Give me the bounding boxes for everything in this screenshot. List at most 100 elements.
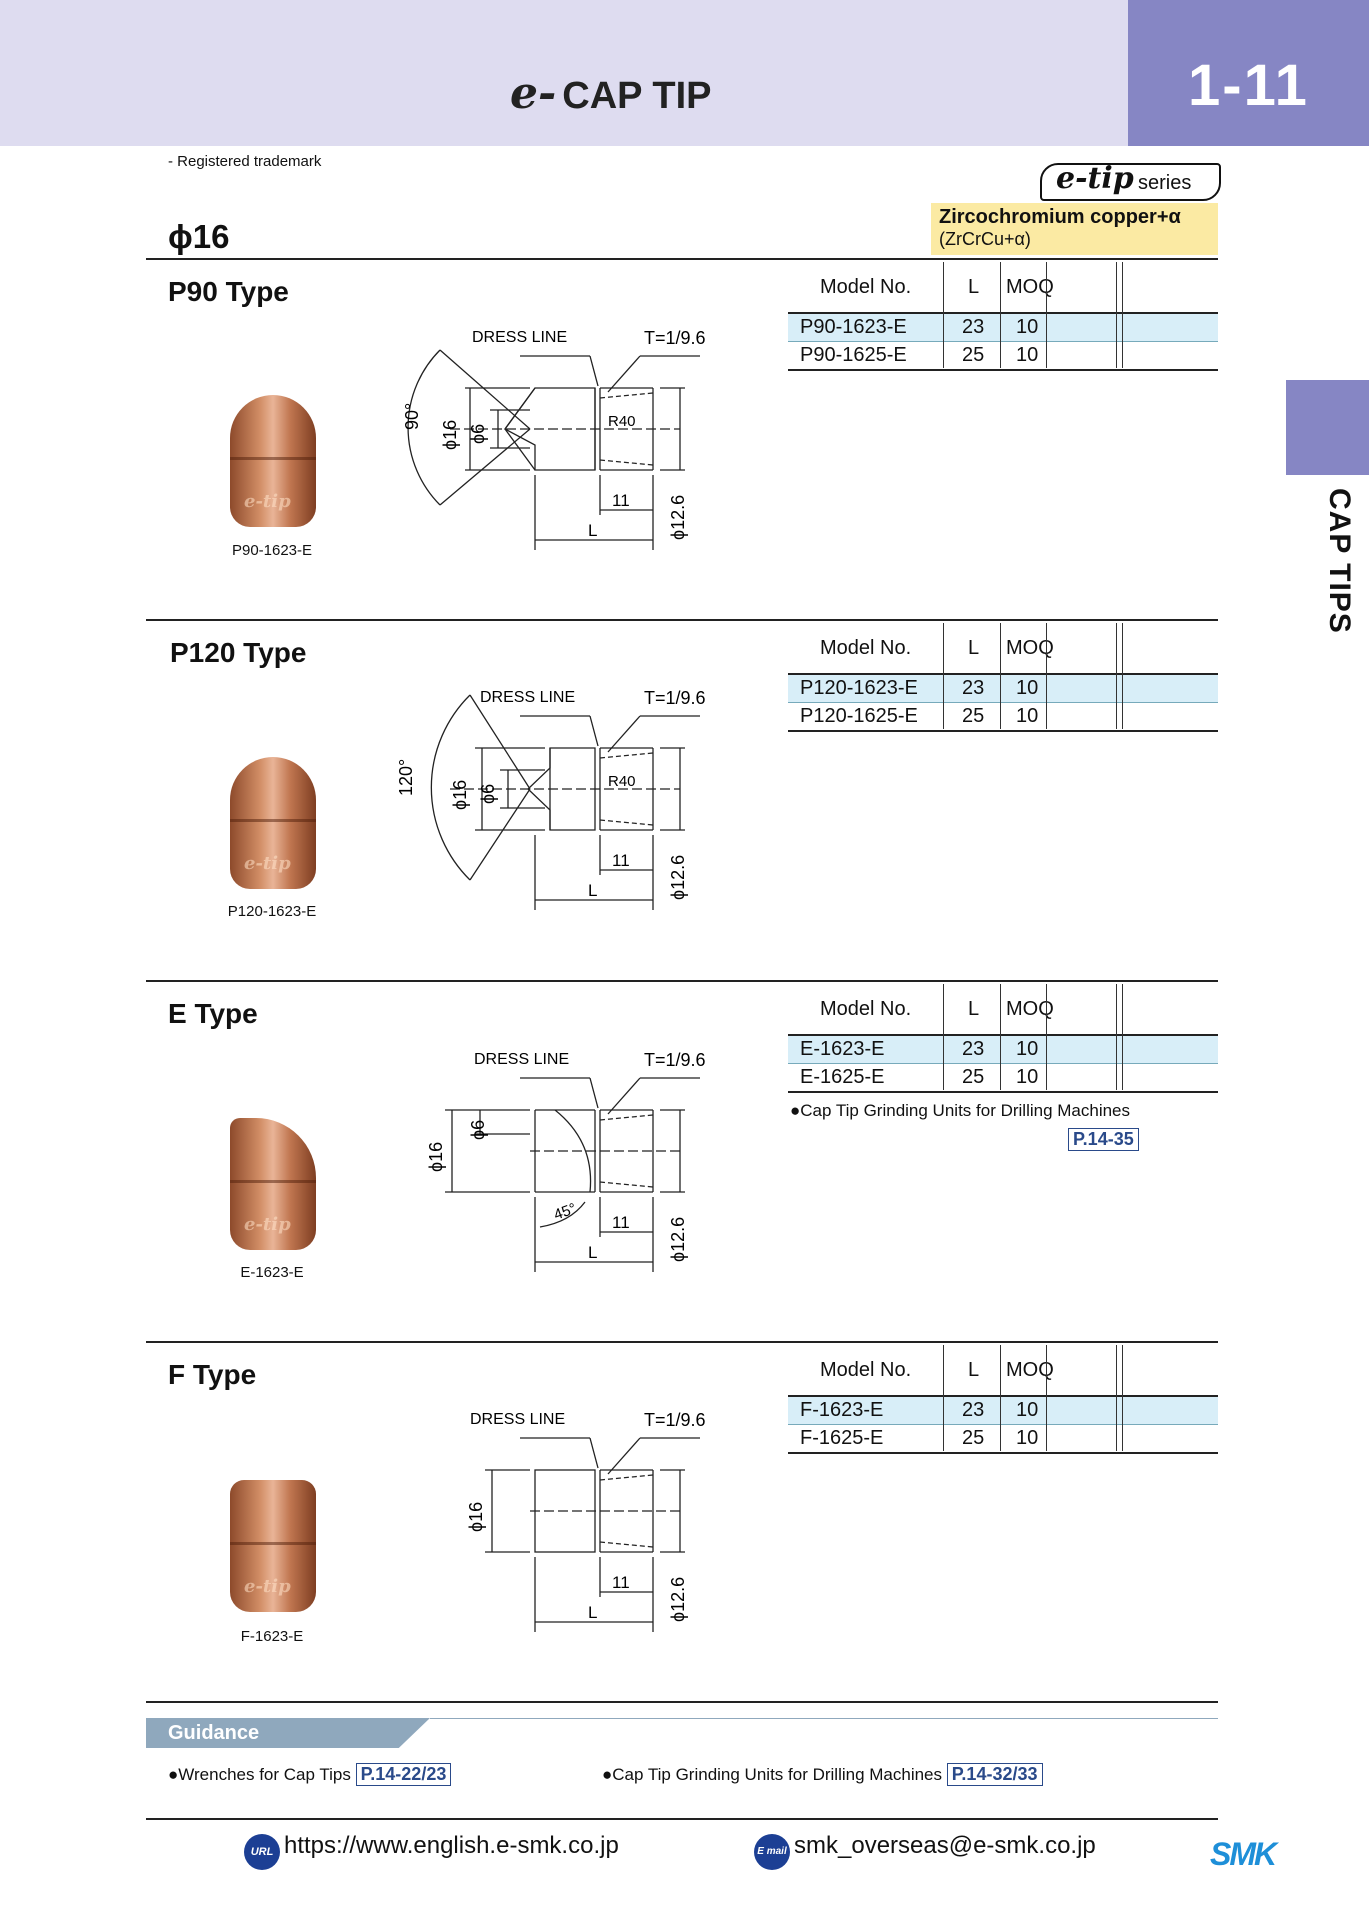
f-dress-line: DRESS LINE — [470, 1411, 565, 1428]
header-l: L — [968, 998, 980, 1020]
guidance-divider — [146, 1701, 1218, 1703]
e-dress-line: DRESS LINE — [474, 1051, 569, 1068]
p90-r40: R40 — [608, 413, 636, 430]
header-l: L — [968, 637, 980, 659]
e-tip-photo: e-tip — [230, 1118, 316, 1250]
e-drawing: DRESS LINE T=1/9.6 45° 11 L ϕ16 ϕ6 ϕ12.6 — [426, 1050, 706, 1272]
header-l: L — [968, 1359, 980, 1381]
table-row[interactable]: P120-1623-E 23 10 — [788, 675, 1218, 703]
section-divider — [146, 619, 1218, 621]
url-icon: URL — [244, 1834, 280, 1870]
material-formula: (ZrCrCu+α) — [939, 229, 1031, 249]
page-number: 1-11 — [1188, 53, 1309, 118]
e-d6: ϕ6 — [468, 1120, 488, 1140]
page-link[interactable]: P.14-32/33 — [946, 1763, 1043, 1786]
f-drawing: DRESS LINE T=1/9.6 11 L ϕ16 ϕ12.6 — [466, 1410, 706, 1632]
p90-caption: P90-1623-E — [231, 542, 313, 559]
table-row[interactable]: P90-1623-E 23 10 — [788, 314, 1218, 342]
section-divider — [146, 258, 1218, 260]
guidance-bar — [146, 1718, 430, 1748]
table-row[interactable]: F-1625-E 25 10 — [788, 1425, 1218, 1454]
e-d126: ϕ12.6 — [668, 1217, 688, 1262]
header-model: Model No. — [820, 998, 912, 1020]
cell-model: P120-1623-E — [800, 677, 918, 699]
section-divider — [146, 980, 1218, 982]
series-logo-text: e-tip — [1056, 161, 1134, 196]
footer-divider — [146, 1818, 1218, 1820]
cell-l: 25 — [962, 705, 985, 727]
page-link[interactable]: P.14-35 — [1068, 1128, 1139, 1151]
smk-logo: SMK — [1210, 1836, 1277, 1872]
header-moq: MOQ — [1006, 998, 1054, 1020]
guidance-item-text: ●Cap Tip Grinding Units for Drilling Mac… — [602, 1765, 943, 1784]
material-name: Zircochromium copper+α — [939, 206, 1181, 228]
p120-r40: R40 — [608, 773, 636, 790]
cell-moq: 10 — [1016, 1038, 1039, 1060]
page-title-text: CAP TIP — [562, 75, 712, 117]
table-row[interactable]: E-1623-E 23 10 — [788, 1036, 1218, 1064]
cell-l: 23 — [962, 677, 985, 699]
p90-d16: ϕ16 — [440, 420, 460, 450]
cell-moq: 10 — [1016, 316, 1039, 338]
table-header: Model No. L MOQ — [788, 1345, 1218, 1397]
section-divider — [146, 1341, 1218, 1343]
p90-taper: T=1/9.6 — [644, 328, 706, 348]
p120-table: Model No. L MOQ P120-1623-E 23 10 P120-1… — [788, 623, 1218, 732]
cell-model: E-1623-E — [800, 1038, 885, 1060]
header-model: Model No. — [820, 1359, 912, 1381]
p90-dress-line: DRESS LINE — [472, 329, 567, 346]
p120-d126: ϕ12.6 — [668, 855, 688, 900]
e-note-link[interactable]: P.14-35 — [1068, 1128, 1139, 1151]
f-table: Model No. L MOQ F-1623-E 23 10 F-1625-E … — [788, 1345, 1218, 1454]
e-table: Model No. L MOQ E-1623-E 23 10 E-1625-E … — [788, 984, 1218, 1093]
cell-l: 23 — [962, 1399, 985, 1421]
tip-mark: e-tip — [244, 1214, 291, 1235]
p90-table: Model No. L MOQ P90-1623-E 23 10 P90-162… — [788, 262, 1218, 371]
table-row[interactable]: P90-1625-E 25 10 — [788, 342, 1218, 371]
cell-moq: 10 — [1016, 1399, 1039, 1421]
header-model: Model No. — [820, 276, 912, 298]
header-moq: MOQ — [1006, 1359, 1054, 1381]
e-taper: T=1/9.6 — [644, 1050, 706, 1070]
guidance-underline — [430, 1718, 1218, 1719]
cell-moq: 10 — [1016, 344, 1039, 366]
f-len-l: L — [588, 1603, 597, 1622]
p120-drawing: DRESS LINE T=1/9.6 R40 11 L 120° ϕ16 ϕ6 … — [396, 688, 706, 910]
cell-l: 23 — [962, 316, 985, 338]
email-icon: E mail — [754, 1834, 790, 1870]
tip-mark: e-tip — [244, 491, 291, 512]
table-header: Model No. L MOQ — [788, 623, 1218, 675]
guidance-item-text: ●Wrenches for Cap Tips — [168, 1765, 351, 1784]
header-model: Model No. — [820, 637, 912, 659]
cell-model: P120-1625-E — [800, 705, 918, 727]
page-title: e-CAP TIP — [510, 68, 711, 119]
table-header: Model No. L MOQ — [788, 262, 1218, 314]
material-badge: Zircochromium copper+α (ZrCrCu+α) — [931, 203, 1218, 255]
side-tab-label: CAP TIPS — [1323, 488, 1356, 634]
footer-url-link[interactable]: https://www.english.e-smk.co.jp — [284, 1832, 619, 1859]
p90-len11: 11 — [612, 491, 630, 510]
p90-drawing: DRESS LINE T=1/9.6 R40 11 L 90° ϕ16 ϕ6 ϕ… — [402, 328, 706, 550]
p120-len11: 11 — [612, 851, 630, 870]
e-angle: 45° — [552, 1200, 579, 1224]
e-note: ●Cap Tip Grinding Units for Drilling Mac… — [790, 1101, 1131, 1120]
cell-l: 23 — [962, 1038, 985, 1060]
footer-email-link[interactable]: smk_overseas@e-smk.co.jp — [794, 1832, 1096, 1859]
side-tab[interactable] — [1286, 380, 1369, 475]
p90-d6: ϕ6 — [468, 424, 488, 444]
p90-tip-photo: e-tip — [230, 395, 316, 527]
f-caption: F-1623-E — [240, 1628, 304, 1645]
page-link[interactable]: P.14-22/23 — [355, 1763, 452, 1786]
e-logo: e- — [510, 68, 557, 119]
p90-angle: 90° — [402, 403, 422, 430]
p120-taper: T=1/9.6 — [644, 688, 706, 708]
cell-moq: 10 — [1016, 1066, 1039, 1088]
table-row[interactable]: F-1623-E 23 10 — [788, 1397, 1218, 1425]
cell-moq: 10 — [1016, 677, 1039, 699]
guidance-item-grinding: ●Cap Tip Grinding Units for Drilling Mac… — [602, 1763, 1043, 1786]
guidance-item-wrenches: ●Wrenches for Cap Tips P.14-22/23 — [168, 1763, 452, 1786]
table-row[interactable]: P120-1625-E 25 10 — [788, 703, 1218, 732]
table-row[interactable]: E-1625-E 25 10 — [788, 1064, 1218, 1093]
cell-moq: 10 — [1016, 1427, 1039, 1449]
table-header: Model No. L MOQ — [788, 984, 1218, 1036]
